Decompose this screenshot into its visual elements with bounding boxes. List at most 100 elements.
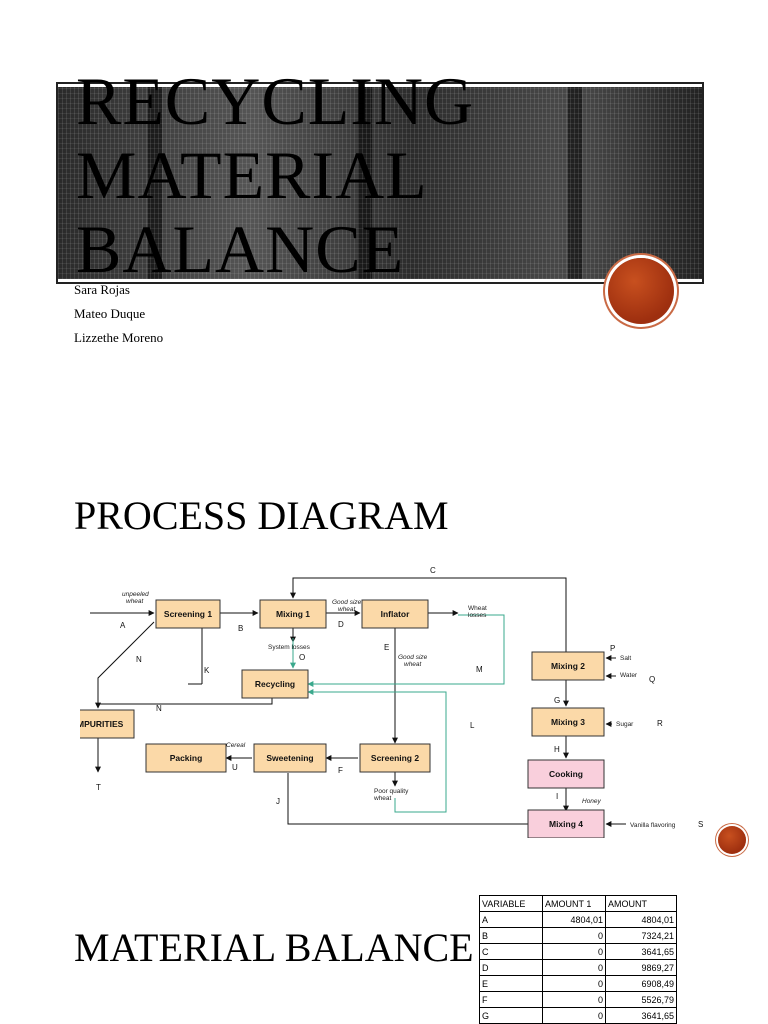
note-honey: Honey — [582, 798, 602, 805]
table-cell: 9869,27 — [605, 959, 677, 976]
section-heading: PROCESS DIAGRAM — [74, 493, 449, 538]
box-label: Mixing 3 — [551, 717, 585, 727]
note-unpeeled: unpeeled — [122, 591, 149, 598]
table-cell: 5526,79 — [605, 991, 677, 1008]
recycling-box — [241, 669, 309, 699]
stream-letters: A B C D E F G H I J K L M N Ñ O P Q R S … — [96, 566, 703, 829]
stream-letter: S — [698, 820, 703, 829]
box-labels: Screening 1 Mixing 1 Inflator Mixing 2 R… — [80, 609, 585, 829]
note-good-size: Good size — [332, 599, 362, 606]
note-salt: Salt — [620, 655, 631, 662]
table-cell: 0 — [542, 1007, 606, 1024]
author-name: Sara Rojas — [74, 282, 130, 297]
table-cell: G — [479, 1007, 543, 1024]
recycle-lines — [290, 614, 505, 813]
stream-letter: G — [554, 696, 560, 705]
inflator-box — [361, 599, 429, 629]
table-cell: 7324,21 — [605, 927, 677, 944]
sweetening-box — [253, 743, 327, 773]
note-unpeeled: wheat — [126, 598, 145, 605]
stream-letter: D — [338, 620, 344, 629]
table-cell: 3641,65 — [605, 943, 677, 960]
table-row: A 4804,01 4804,01 — [479, 911, 677, 928]
table-cell: A — [479, 911, 543, 928]
table-cell: F — [479, 991, 543, 1008]
hero-banner-image — [56, 82, 704, 284]
table-cell: 0 — [542, 943, 606, 960]
table-cell: B — [479, 927, 543, 944]
author-list: Sara Rojas Mateo Duque Lizzethe Moreno — [74, 278, 163, 350]
box-label: Screening 1 — [164, 609, 212, 619]
impurities-box — [80, 709, 135, 739]
note-poor-quality: wheat — [373, 795, 392, 802]
table-cell: D — [479, 959, 543, 976]
column-header: AMOUNT — [605, 895, 677, 912]
section-heading: MATERIAL BALANCE — [74, 925, 474, 970]
column-header: VARIABLE — [479, 895, 543, 912]
accent-circle — [718, 826, 746, 854]
packing-box — [145, 743, 227, 773]
box-label: Mixing 2 — [551, 661, 585, 671]
box-label: Recycling — [255, 679, 295, 689]
process-boxes — [80, 599, 605, 838]
note-sugar: Sugar — [616, 721, 634, 728]
stream-letter: R — [657, 719, 663, 728]
stream-letter: E — [384, 643, 389, 652]
table-cell: 0 — [542, 927, 606, 944]
column-header: AMOUNT 1 — [542, 895, 606, 912]
mixing1-box — [259, 599, 327, 629]
mixing2-box — [531, 651, 605, 681]
author-name: Lizzethe Moreno — [74, 330, 164, 345]
mixing3-box — [531, 707, 605, 737]
note-good-size: wheat — [404, 661, 423, 668]
process-diagram-slide: PROCESS DIAGRAM — [0, 448, 768, 858]
stream-letter: K — [204, 666, 210, 675]
stream-letter: F — [338, 766, 343, 775]
cooking-box — [527, 759, 605, 789]
stream-letter: U — [232, 763, 238, 772]
table-cell: 0 — [542, 975, 606, 992]
mixing4-box — [527, 809, 605, 838]
note-cereal: Cereal — [226, 742, 246, 749]
table-row: F 0 5526,79 — [479, 991, 677, 1008]
table-cell: 4804,01 — [605, 911, 677, 928]
note-water: Water — [620, 672, 638, 679]
box-label: Packing — [170, 753, 203, 763]
stream-letter: N — [136, 655, 142, 664]
table-cell: E — [479, 975, 543, 992]
stream-letter: T — [96, 783, 101, 792]
box-label: Mixing 1 — [276, 609, 310, 619]
stream-letter: H — [554, 745, 560, 754]
title-slide: Recycling Material Balance Sara Rojas Ma… — [0, 0, 768, 420]
process-flow-diagram: Screening 1 Mixing 1 Inflator Mixing 2 R… — [80, 566, 703, 838]
stream-notes: unpeeled wheat Good size wheat Wheat los… — [122, 591, 676, 829]
note-poor-quality: Poor quality — [374, 788, 409, 795]
box-label: Mixing 4 — [549, 819, 583, 829]
note-wheat-losses: losses — [468, 612, 487, 619]
table-cell: 4804,01 — [542, 911, 606, 928]
accent-circle — [608, 258, 674, 324]
table-row: C 0 3641,65 — [479, 943, 677, 960]
table-cell: 0 — [542, 991, 606, 1008]
table-cell: C — [479, 943, 543, 960]
box-label: Inflator — [381, 609, 410, 619]
stream-letter: L — [470, 721, 475, 730]
screening1-box — [155, 599, 221, 629]
stream-letter: J — [276, 797, 280, 806]
note-vanilla: Vanilla flavoring — [630, 822, 676, 829]
note-system-losses: System losses — [268, 644, 311, 651]
box-label: IMPURITIES — [80, 719, 124, 729]
table-row: G 0 3641,65 — [479, 1007, 677, 1024]
material-balance-slide: MATERIAL BALANCE VARIABLE AMOUNT 1 AMOUN… — [0, 868, 768, 1024]
table-cell: 6908,49 — [605, 975, 677, 992]
author-name: Mateo Duque — [74, 306, 146, 321]
stream-letter: O — [299, 653, 305, 662]
note-good-size: Good size — [398, 654, 428, 661]
note-wheat-losses: Wheat — [468, 605, 487, 612]
table-row: E 0 6908,49 — [479, 975, 677, 992]
material-balance-table: VARIABLE AMOUNT 1 AMOUNT A 4804,01 4804,… — [479, 895, 677, 1024]
slide-title: Recycling Material Balance — [76, 63, 475, 287]
table-row: D 0 9869,27 — [479, 959, 677, 976]
screening2-box — [359, 743, 431, 773]
box-label: Sweetening — [266, 753, 313, 763]
